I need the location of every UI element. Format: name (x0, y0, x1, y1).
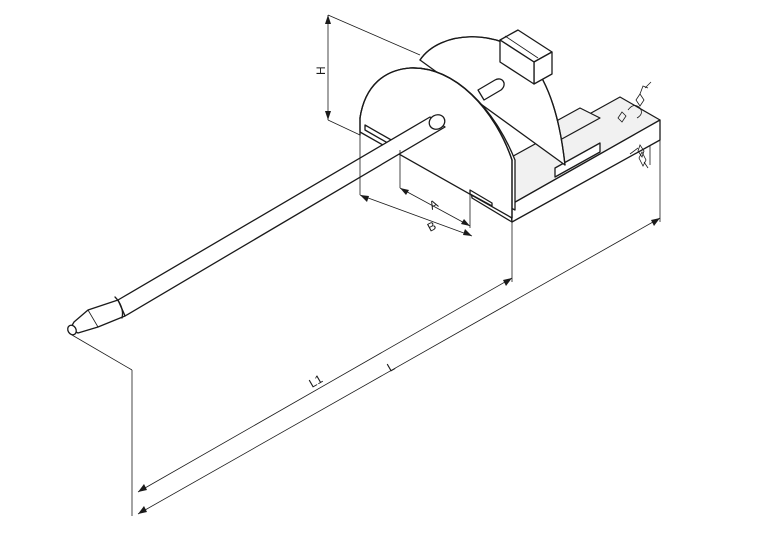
dimension-label-l1: L1 (307, 372, 326, 391)
dimension-label-a: A (427, 197, 441, 213)
dimension-label-b: B (425, 219, 439, 235)
chain (617, 81, 652, 169)
mounting-block (499, 29, 553, 85)
dimension-lines (71, 14, 661, 516)
dimension-label-h: H (314, 66, 328, 75)
front-disc (359, 67, 516, 219)
dimension-label-l: L (385, 359, 398, 375)
pole (67, 78, 505, 336)
